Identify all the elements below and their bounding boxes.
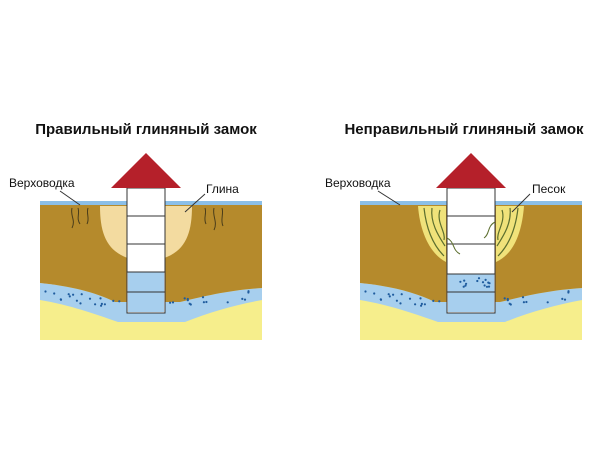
water-dot <box>420 302 423 305</box>
well-water-dot <box>462 285 465 288</box>
water-dot <box>438 300 441 303</box>
perched-water-label-right: Верховодка <box>325 176 391 190</box>
clay-label: Глина <box>206 182 239 196</box>
water-dot <box>509 303 512 306</box>
water-dot <box>59 298 63 301</box>
water-dot <box>202 301 205 304</box>
water-dot <box>522 301 526 304</box>
water-dot <box>414 303 417 306</box>
well-water-dot <box>481 281 485 284</box>
roof-left <box>111 153 181 188</box>
correct-clay-lock-panel: Правильный глиняный замок <box>9 121 262 340</box>
perched-water-pointer-right <box>377 190 401 206</box>
water-dot <box>186 299 189 302</box>
well-water-dot <box>464 284 467 287</box>
well-water-dot <box>459 280 462 283</box>
water-dot <box>506 299 509 302</box>
water-dot <box>563 298 567 301</box>
sand-label: Песок <box>532 182 566 196</box>
sand-pointer <box>511 193 531 213</box>
water-dot <box>201 296 205 299</box>
water-dot <box>567 291 570 294</box>
water-dot <box>88 297 92 300</box>
perched-water-pointer-left <box>59 190 81 206</box>
roots-left <box>71 207 224 231</box>
water-dot <box>118 300 121 303</box>
water-dot <box>68 295 71 298</box>
water-dot <box>99 297 102 300</box>
water-dot <box>379 298 383 301</box>
well-water-dot <box>463 279 466 282</box>
correct-clay-lock-title: Правильный глиняный замок <box>35 121 257 138</box>
water-dot <box>399 302 402 305</box>
water-dot <box>387 293 390 296</box>
water-dot <box>503 297 506 300</box>
water-dot <box>364 290 367 293</box>
water-dot <box>546 301 549 304</box>
roof-right <box>436 153 506 188</box>
sand-funnel-right <box>496 206 524 262</box>
leak-streams <box>423 207 519 257</box>
water-dot <box>79 302 82 305</box>
clay-pointer <box>184 193 206 213</box>
well-right <box>446 187 496 314</box>
water-dot <box>80 293 83 296</box>
water-dot <box>423 303 426 306</box>
water-dot <box>94 303 97 306</box>
water-dot <box>521 296 525 299</box>
water-dot <box>525 300 528 304</box>
water-dot <box>205 300 208 304</box>
incorrect-clay-lock-title: Неправильный глиняный замок <box>344 121 584 138</box>
well-water-dot <box>477 277 481 280</box>
water-dot <box>247 291 250 294</box>
water-dot <box>373 292 376 295</box>
water-dot <box>561 297 564 300</box>
water-dot <box>241 297 244 300</box>
water-dot <box>408 297 412 300</box>
well-water-dot <box>487 285 491 288</box>
well-water-dots-right <box>459 277 491 288</box>
water-dot <box>100 304 103 307</box>
incorrect-clay-lock-panel: Неправильный глиняный замок <box>325 121 584 340</box>
well-water-dot <box>488 282 491 285</box>
water-dot <box>53 292 56 295</box>
water-dot <box>44 290 47 293</box>
water-dot <box>67 293 70 296</box>
water-dot <box>395 299 398 302</box>
water-dot <box>171 301 175 304</box>
water-dot <box>100 302 103 305</box>
water-dot <box>183 297 186 300</box>
sand-funnel-left <box>418 206 446 262</box>
well-water-dot <box>476 279 479 283</box>
water-dot <box>432 299 435 302</box>
water-dot <box>420 304 423 307</box>
water-dot <box>189 303 192 306</box>
well-left <box>126 187 166 314</box>
water-dot <box>75 299 78 302</box>
water-dot <box>243 298 247 301</box>
water-dot <box>103 303 106 306</box>
water-dot <box>419 297 422 300</box>
water-dot <box>169 301 172 304</box>
well-water-dot <box>485 285 489 288</box>
water-dot <box>400 293 403 296</box>
water-dot <box>392 293 395 296</box>
water-dot <box>226 301 229 304</box>
water-dot <box>388 295 391 298</box>
well-water-dot <box>483 284 486 287</box>
perched-water-label-left: Верховодка <box>9 176 75 190</box>
water-dot <box>112 299 115 302</box>
well-water-dot <box>465 282 468 285</box>
well-water-dot <box>484 278 487 281</box>
water-dot <box>72 293 75 296</box>
